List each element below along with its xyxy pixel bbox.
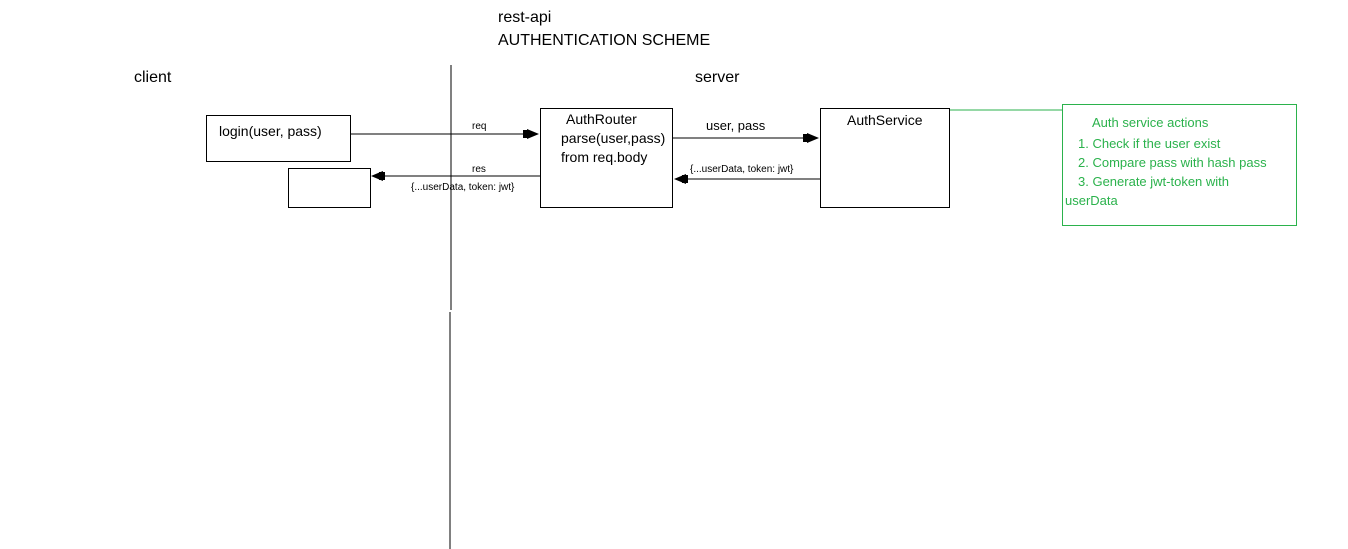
login-label: login(user, pass) — [219, 123, 322, 139]
user-pass-arrow-head — [807, 133, 819, 143]
auth-service-box: AuthService — [820, 108, 950, 208]
res-label: res — [472, 164, 486, 175]
login-box: login(user, pass) — [206, 115, 351, 162]
req-arrow-block — [523, 130, 529, 138]
service-response-arrow-block — [682, 175, 688, 183]
diagram-title-line1: rest-api — [498, 9, 552, 26]
server-header: server — [695, 69, 740, 86]
auth-service-actions-note: Auth service actions 1. Check if the use… — [1062, 104, 1297, 226]
user-pass-arrow-block — [803, 134, 809, 142]
auth-router-box: AuthRouter parse(user,pass) from req.bod… — [540, 108, 673, 208]
req-arrow-head — [527, 129, 539, 139]
note-item-4: userData — [1065, 193, 1118, 208]
note-title: Auth service actions — [1092, 115, 1209, 130]
note-item-3: 3. Generate jwt-token with — [1078, 174, 1230, 189]
user-pass-label: user, pass — [706, 118, 766, 133]
res-arrow-block — [379, 172, 385, 180]
service-payload-label: {...userData, token: jwt} — [690, 164, 794, 175]
req-label: req — [472, 121, 487, 132]
client-response-box — [288, 168, 371, 208]
res-payload-label: {...userData, token: jwt} — [411, 182, 515, 193]
auth-router-title: AuthRouter — [566, 111, 637, 127]
auth-router-parse: parse(user,pass) — [561, 130, 666, 146]
diagram-title-line2: AUTHENTICATION SCHEME — [498, 32, 711, 49]
auth-service-title: AuthService — [847, 112, 923, 128]
note-item-1: 1. Check if the user exist — [1078, 136, 1221, 151]
note-item-2: 2. Compare pass with hash pass — [1078, 155, 1267, 170]
auth-router-source: from req.body — [561, 149, 648, 165]
client-header: client — [134, 69, 172, 86]
